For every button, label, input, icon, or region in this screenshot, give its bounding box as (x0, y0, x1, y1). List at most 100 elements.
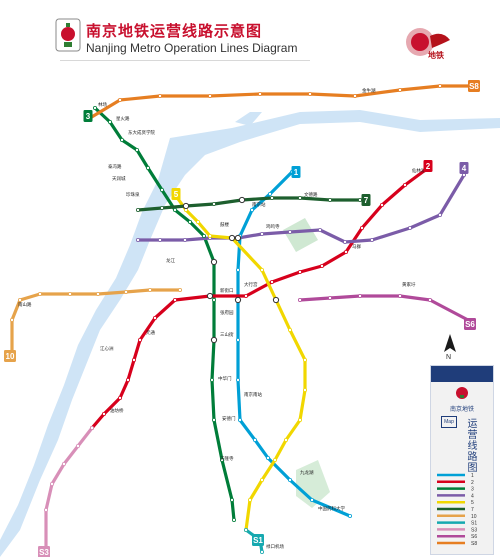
station-marker[interactable] (211, 417, 216, 422)
line-badge-lineS1[interactable]: S1 (252, 534, 264, 546)
station-marker[interactable] (259, 267, 264, 272)
interchange-station[interactable] (234, 234, 242, 242)
station-marker[interactable] (269, 195, 274, 200)
metro-lineS8[interactable] (88, 84, 472, 120)
station-marker[interactable] (297, 269, 302, 274)
station-marker[interactable] (269, 279, 274, 284)
line-badge-line2[interactable]: 2 (423, 160, 433, 172)
station-marker[interactable] (259, 231, 264, 236)
station-marker[interactable] (297, 417, 302, 422)
station-marker[interactable] (9, 317, 14, 322)
station-marker[interactable] (159, 187, 164, 192)
station-marker[interactable] (137, 337, 142, 342)
station-marker[interactable] (157, 94, 162, 99)
station-marker[interactable] (437, 84, 442, 89)
station-marker[interactable] (302, 357, 307, 362)
metro-line5[interactable] (174, 194, 307, 532)
station-marker[interactable] (427, 297, 432, 302)
station-marker[interactable] (235, 377, 240, 382)
line-badge-line5[interactable]: 5 (171, 188, 181, 200)
station-marker[interactable] (96, 291, 101, 296)
station-marker[interactable] (297, 297, 302, 302)
station-marker[interactable] (172, 297, 177, 302)
station-marker[interactable] (287, 327, 292, 332)
metro-lineS6[interactable] (298, 294, 470, 322)
station-marker[interactable] (407, 225, 412, 230)
station-marker[interactable] (187, 219, 192, 224)
station-marker[interactable] (124, 289, 129, 294)
station-marker[interactable] (90, 425, 95, 430)
station-marker[interactable] (309, 497, 314, 502)
station-marker[interactable] (207, 233, 212, 238)
station-marker[interactable] (195, 219, 200, 224)
station-marker[interactable] (145, 165, 150, 170)
station-marker[interactable] (287, 477, 292, 482)
station-marker[interactable] (207, 94, 212, 99)
station-marker[interactable] (249, 207, 254, 212)
line-badge-line4[interactable]: 4 (459, 162, 469, 174)
station-marker[interactable] (247, 497, 252, 502)
station-marker[interactable] (235, 337, 240, 342)
station-marker[interactable] (357, 197, 362, 202)
station-marker[interactable] (120, 137, 125, 142)
station-marker[interactable] (317, 227, 322, 232)
station-marker[interactable] (243, 528, 248, 533)
line-badge-line7[interactable]: 7 (361, 194, 371, 206)
station-marker[interactable] (229, 497, 234, 502)
station-marker[interactable] (257, 92, 262, 97)
line-badge-lineS6[interactable]: S6 (464, 318, 476, 330)
metro-line1[interactable] (236, 170, 352, 518)
station-marker[interactable] (342, 239, 347, 244)
station-marker[interactable] (297, 195, 302, 200)
station-marker[interactable] (157, 237, 162, 242)
station-marker[interactable] (259, 477, 264, 482)
station-marker[interactable] (68, 291, 73, 296)
station-marker[interactable] (118, 395, 123, 400)
station-marker[interactable] (397, 88, 402, 93)
line-badge-lineS8[interactable]: S8 (468, 80, 480, 92)
interchange-station[interactable] (210, 336, 218, 344)
station-marker[interactable] (397, 293, 402, 298)
line-badge-lineS3[interactable]: S3 (38, 546, 50, 557)
station-marker[interactable] (402, 182, 407, 187)
station-marker[interactable] (159, 205, 164, 210)
station-marker[interactable] (243, 293, 248, 298)
station-marker[interactable] (135, 207, 140, 212)
station-marker[interactable] (201, 233, 206, 238)
station-marker[interactable] (152, 315, 157, 320)
station-marker[interactable] (118, 98, 123, 103)
station-marker[interactable] (134, 147, 139, 152)
station-marker[interactable] (211, 201, 216, 206)
station-marker[interactable] (219, 457, 224, 462)
station-marker[interactable] (319, 263, 324, 268)
station-marker[interactable] (177, 287, 182, 292)
station-marker[interactable] (359, 225, 364, 230)
station-marker[interactable] (259, 550, 264, 555)
station-marker[interactable] (209, 377, 214, 382)
station-marker[interactable] (379, 202, 384, 207)
station-marker[interactable] (307, 92, 312, 97)
interchange-station[interactable] (210, 258, 218, 266)
station-marker[interactable] (287, 229, 292, 234)
station-marker[interactable] (44, 507, 49, 512)
station-marker[interactable] (93, 106, 98, 111)
station-marker[interactable] (437, 212, 442, 217)
station-marker[interactable] (135, 237, 140, 242)
interchange-station[interactable] (182, 202, 190, 210)
line-badge-line1[interactable]: 1 (291, 166, 301, 178)
station-marker[interactable] (327, 295, 332, 300)
station-marker[interactable] (147, 287, 152, 292)
station-marker[interactable] (347, 514, 352, 519)
station-marker[interactable] (235, 267, 240, 272)
metro-line2[interactable] (90, 166, 430, 430)
station-marker[interactable] (76, 443, 81, 448)
station-marker[interactable] (343, 249, 348, 254)
station-marker[interactable] (369, 237, 374, 242)
metro-lineS3[interactable] (44, 426, 94, 557)
station-marker[interactable] (357, 293, 362, 298)
interchange-station[interactable] (272, 296, 280, 304)
station-marker[interactable] (108, 120, 113, 125)
station-marker[interactable] (172, 207, 177, 212)
line-badge-line3[interactable]: 3 (83, 110, 93, 122)
station-marker[interactable] (102, 411, 107, 416)
